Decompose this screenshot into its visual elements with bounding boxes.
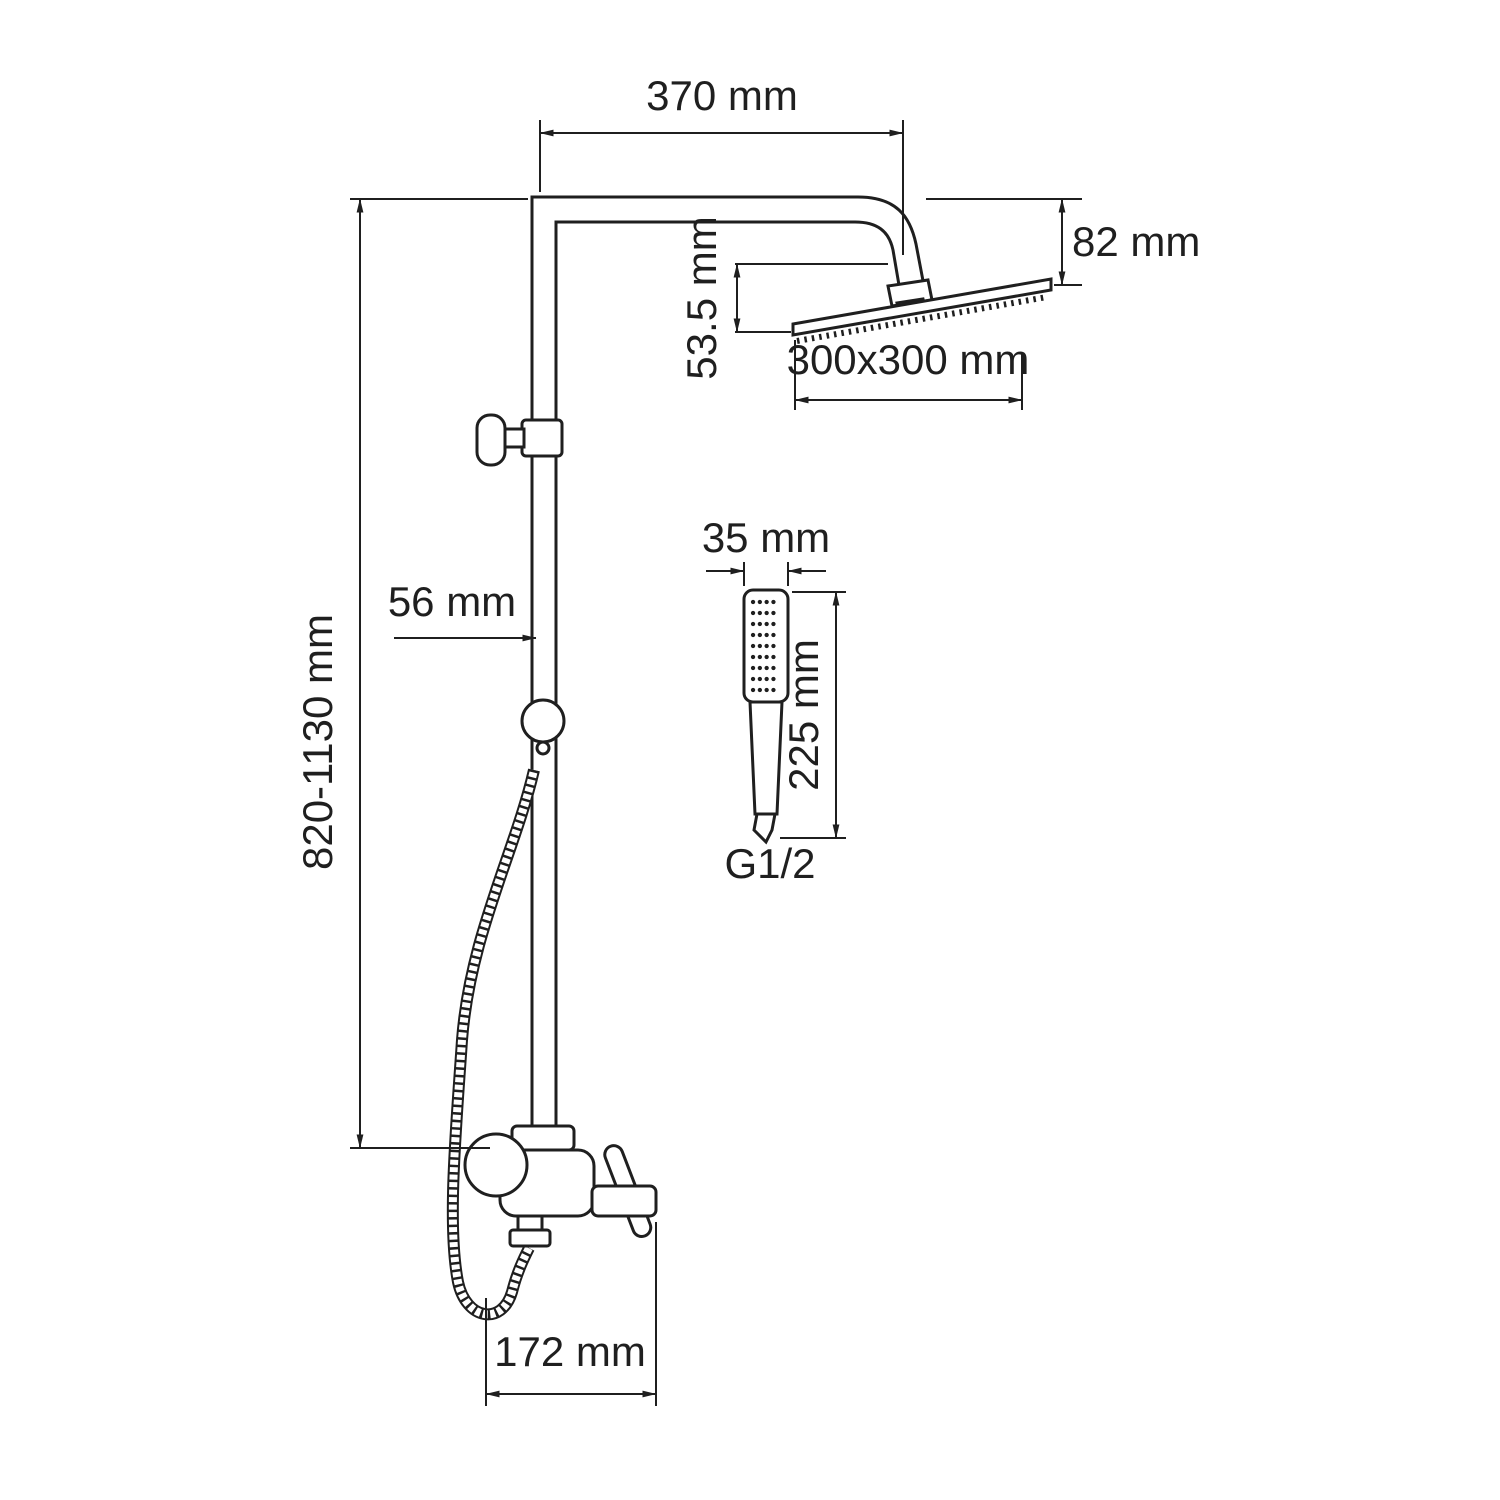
rain-shower-head: [791, 277, 1053, 344]
hand-shower-outlet: [752, 812, 777, 845]
dimension-top-arm: 370 mm: [539, 72, 904, 255]
diverter-valve: [475, 413, 564, 467]
dimension-column-height: 820-1130 mm: [294, 198, 528, 1149]
bath-mixer: [463, 1124, 658, 1248]
dimension-head-offset: 53.5 mm: [678, 216, 888, 380]
dimension-spout-reach: 172 mm: [485, 1222, 657, 1406]
hand-shower-nozzle-dots: [750, 599, 783, 693]
dimension-label-handshower-width: 35 mm: [702, 514, 830, 561]
diverter-knob: [475, 413, 507, 467]
dimension-label-head-size: 300x300 mm: [787, 336, 1030, 383]
dimension-handshower-length: 225 mm: [780, 591, 846, 839]
dimension-label-head-drop: 82 mm: [1072, 218, 1200, 265]
thread-label: G1/2: [724, 840, 815, 887]
dimension-label-column-height: 820-1130 mm: [294, 614, 341, 870]
dimension-label-pipe-offset: 56 mm: [388, 578, 516, 625]
column-knob-nub: [535, 740, 551, 756]
hose-outlet: [516, 1214, 544, 1232]
hose-ribs: [447, 768, 539, 1320]
hose-nut: [508, 1228, 552, 1248]
wall-flange: [463, 1132, 529, 1198]
bath-spout: [590, 1184, 658, 1218]
dimension-label-head-offset: 53.5 mm: [678, 216, 725, 379]
rain-head-panel: [791, 277, 1053, 337]
hand-shower: [742, 588, 790, 845]
rain-head-nozzles: [796, 294, 1048, 344]
diverter-collar: [520, 418, 564, 458]
hand-shower-handle: [748, 700, 784, 816]
dimension-pipe-offset: 56 mm: [388, 578, 537, 642]
dimension-head-size: 300x300 mm: [787, 336, 1030, 410]
dimension-label-spout-reach: 172 mm: [494, 1328, 646, 1375]
dimension-handshower-width: 35 mm: [702, 514, 830, 586]
column-knob: [520, 698, 566, 744]
dimension-head-drop: 82 mm: [926, 198, 1200, 286]
shower-hose: [446, 768, 540, 1321]
shower-column-assembly: [446, 195, 1053, 1321]
dimension-label-top-arm: 370 mm: [646, 72, 798, 119]
dimension-label-handshower-length: 225 mm: [780, 639, 827, 791]
